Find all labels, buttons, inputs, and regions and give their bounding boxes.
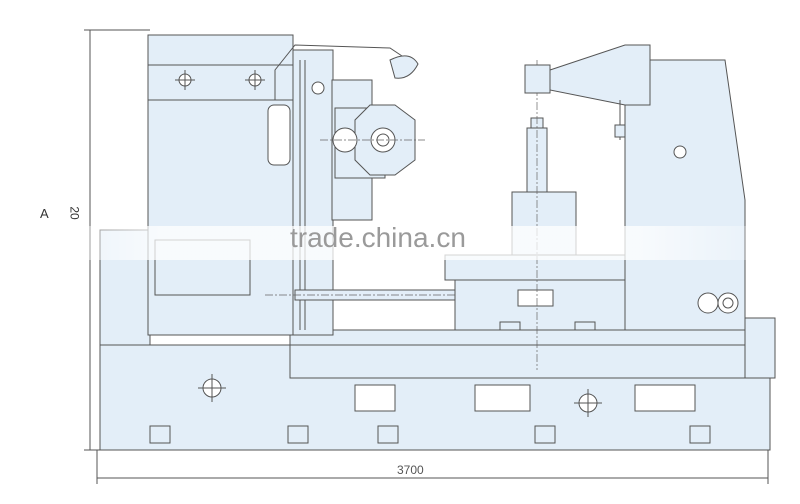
hob-slide (274, 44, 419, 336)
section-label: A (40, 206, 49, 221)
height-dimension: 20 (67, 206, 82, 220)
main-column (99, 34, 294, 346)
feed-shaft (265, 289, 470, 301)
width-dimension: 3700 (397, 463, 424, 477)
watermark-band (0, 226, 800, 260)
watermark: trade.china.cn (290, 222, 466, 253)
outer-column (524, 44, 746, 331)
hob-head (320, 79, 425, 221)
leveling-feet (149, 425, 711, 444)
bed-rail (289, 317, 776, 379)
work-table (444, 254, 646, 331)
machine-base (99, 344, 771, 451)
